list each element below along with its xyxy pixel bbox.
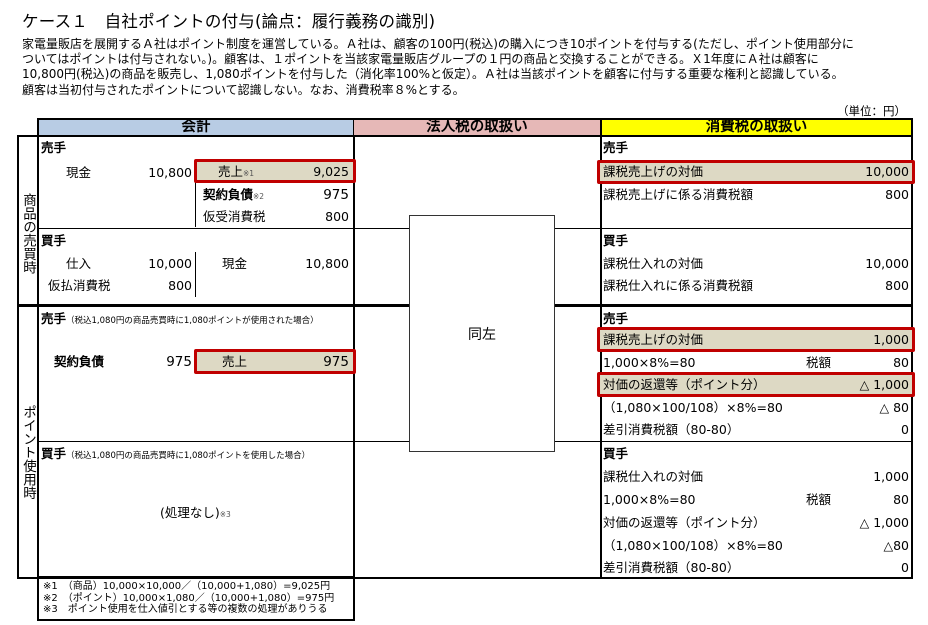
buyer-heading: 買手（税込1,080円の商品売買時に1,080ポイントを使用した場合）	[41, 446, 310, 464]
debit-account: 現金	[66, 165, 92, 180]
tax-row-label: （1,080×100/108）×8%=80	[603, 400, 783, 415]
seller-heading: 売手	[603, 140, 629, 155]
description-line: ついてはポイントは付与されない。)。顧客は、１ポイントを当該家電量販店グループの…	[22, 52, 819, 67]
footnote-ref: ※1	[243, 169, 255, 178]
highlight-sales	[194, 159, 356, 183]
tax-row-amount: 80	[893, 492, 909, 507]
seller-heading: 売手（税込1,080円の商品売買時に1,080ポイントが使用された場合）	[41, 311, 319, 329]
debit-amount: 10,000	[148, 256, 192, 271]
tax-row-amount: 800	[885, 278, 909, 293]
tax-row-amount: 0	[901, 560, 909, 575]
no-entry-label: (処理なし)	[160, 505, 220, 520]
credit-account: 現金	[222, 256, 248, 271]
same-as-left-text: 同左	[468, 327, 496, 343]
credit-amount: 975	[323, 187, 349, 203]
case-description: 家電量販店を展開するＡ社はポイント制度を運営している。Ａ社は、顧客の100円(税…	[22, 37, 922, 98]
highlight-point-refund	[597, 372, 915, 397]
tax-row-amount: △80	[883, 538, 909, 553]
debit-amount: 975	[166, 354, 192, 370]
tax-row-amount: △ 1,000	[859, 515, 909, 530]
credit-amount: 800	[325, 209, 349, 224]
description-line: 顧客は当初付与されたポイントについて認識しない。なお、消費税率８%とする。	[22, 82, 465, 97]
debit-account: 仕入	[66, 256, 92, 271]
t-account-divider	[195, 252, 196, 297]
tax-row-label: 1,000×8%=80	[603, 492, 696, 507]
buyer-heading: 買手	[603, 446, 629, 461]
tax-row-label: 課税仕入れの対価	[603, 256, 704, 271]
tax-row-label: 差引消費税額（80-80）	[603, 560, 740, 575]
section-label-sale: 商品の売買時	[20, 192, 36, 274]
highlight-taxable-sales	[597, 327, 915, 352]
tax-row-label: 対価の返還等（ポイント分）	[603, 515, 766, 530]
header-corporate-tax: 法人税の取扱い	[353, 118, 602, 137]
debit-amount: 10,800	[148, 165, 192, 180]
footnote: ※3 ポイント使用を仕入値引とする等の複数の処理がありうる	[43, 604, 328, 615]
tax-row-amount: 10,000	[865, 164, 909, 179]
scenario-note: （税込1,080円の商品売買時に1,080ポイントを使用した場合）	[66, 451, 311, 461]
buyer-heading: 買手	[41, 233, 67, 248]
tax-row-amount: 10,000	[865, 256, 909, 271]
debit-amount: 800	[168, 278, 192, 293]
tax-row-label: 対価の返還等（ポイント分）	[603, 377, 766, 392]
description-line: 家電量販店を展開するＡ社はポイント制度を運営している。Ａ社は、顧客の100円(税…	[22, 37, 854, 51]
section-label-point-use: ポイント使用時	[20, 404, 36, 500]
same-as-left-box: 同左	[409, 215, 555, 452]
footnote: ※1 （商品）10,000×10,000／（10,000+1,080）=9,02…	[43, 581, 331, 592]
credit-account-label: 契約負債	[203, 187, 254, 202]
tax-row-amount: 80	[893, 355, 909, 370]
tax-row-amount: 0	[901, 422, 909, 437]
divider	[600, 135, 602, 579]
credit-account-label: 売上	[218, 164, 244, 179]
debit-account: 仮払消費税	[48, 278, 111, 293]
divider	[37, 135, 39, 579]
buyer-heading: 買手	[603, 233, 629, 248]
tax-row-label: 課税仕入れの対価	[603, 469, 704, 484]
footnote-ref: ※3	[219, 510, 231, 519]
tax-row-label: 1,000×8%=80	[603, 355, 696, 370]
main-table	[17, 135, 913, 579]
no-entry-text: (処理なし)※3	[160, 505, 231, 523]
credit-amount: 9,025	[313, 164, 349, 179]
credit-account: 契約負債※2	[203, 187, 264, 205]
page-title: ケース１ 自社ポイントの付与(論点：履行義務の識別)	[22, 12, 436, 31]
credit-account: 売上	[222, 354, 248, 369]
credit-amount: 975	[323, 354, 349, 370]
tax-row-label: 課税売上げに係る消費税額	[603, 187, 754, 202]
description-line: 10,800円(税込)の商品を販売し、1,080ポイントを付与した（消化率100…	[22, 67, 844, 82]
footnotes: ※1 （商品）10,000×10,000／（10,000+1,080）=9,02…	[37, 576, 355, 621]
footnote: ※2 （ポイント）10,000×1,080／（10,000+1,080）=975…	[43, 592, 335, 604]
buyer-heading-label: 買手	[41, 446, 67, 461]
tax-row-label: 課税売上げの対価	[603, 164, 704, 179]
seller-heading: 売手	[41, 140, 67, 155]
seller-heading: 売手	[603, 311, 629, 326]
highlight-taxable-sales	[597, 160, 915, 184]
tax-row-label: 課税売上げの対価	[603, 332, 704, 347]
tax-row-amount: 800	[885, 187, 909, 202]
tax-row-label: （1,080×100/108）×8%=80	[603, 538, 783, 553]
tax-row-amount: 1,000	[873, 469, 909, 484]
tax-row-amount: 1,000	[873, 332, 909, 347]
debit-account: 契約負債	[54, 354, 105, 369]
seller-heading-label: 売手	[41, 311, 67, 326]
unit-label: （単位：円）	[837, 104, 906, 118]
tax-row-amount: △ 80	[879, 400, 910, 415]
tax-row-label: 差引消費税額（80-80）	[603, 422, 740, 437]
credit-account: 仮受消費税	[203, 209, 266, 224]
tax-row-label: 課税仕入れに係る消費税額	[603, 278, 754, 293]
tax-row-amount: △ 1,000	[859, 377, 909, 392]
highlight-sales	[194, 349, 356, 374]
credit-account: 売上※1	[218, 164, 254, 182]
tax-row-mid: 税額	[806, 355, 832, 370]
footnote-ref: ※2	[253, 192, 265, 201]
t-account-divider	[195, 160, 196, 227]
credit-amount: 10,800	[305, 256, 349, 271]
scenario-note: （税込1,080円の商品売買時に1,080ポイントが使用された場合）	[66, 316, 319, 326]
tax-row-mid: 税額	[806, 492, 832, 507]
